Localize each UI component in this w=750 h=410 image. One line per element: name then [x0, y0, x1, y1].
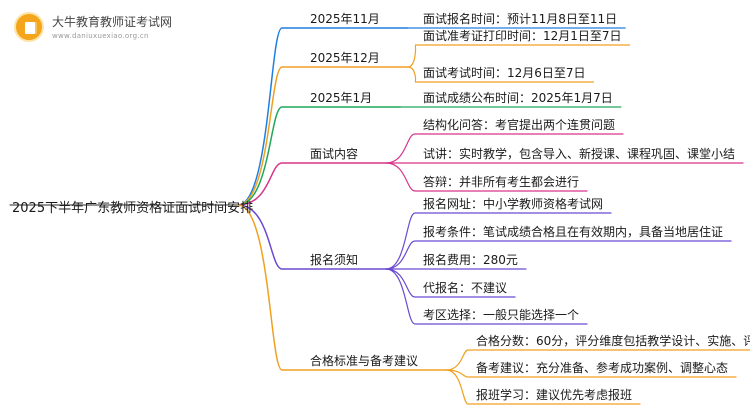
leaf-node: 报班学习：建议优先考虑报班 [476, 388, 633, 402]
connector-line [385, 133, 624, 164]
leaf-node: 面试准考证打印时间：12月1日至7日 [423, 29, 622, 43]
leaf-node: 面试成绩公布时间：2025年1月7日 [423, 91, 613, 105]
connector-line [385, 162, 588, 192]
leaf-node: 报名费用：280元 [423, 253, 518, 267]
leaf-node: 合格分数：60分，评分维度包括教学设计、实施、评价 [476, 334, 750, 348]
connector-line [385, 240, 732, 270]
leaf-node: 结构化问答：考官提出两个连贯问题 [423, 118, 616, 132]
connector-line [385, 212, 612, 270]
book-logo-icon [14, 12, 44, 42]
leaf-node: 报考条件：笔试成绩合格且在有效期内，具备当地居住证 [423, 225, 724, 239]
logo-title: 大牛教育教师证考试网 [52, 15, 173, 29]
branch-label-dec: 2025年12月 [310, 51, 380, 65]
connector-line [237, 66, 409, 206]
connector-line [237, 204, 387, 270]
branch-label-content: 面试内容 [310, 147, 359, 161]
leaf-node: 考区选择：一般只能选择一个 [423, 308, 580, 322]
connector-line [237, 106, 401, 206]
site-logo: 大牛教育教师证考试网 www.daniuxuexiao.org.cn [8, 8, 208, 48]
branch-label-notice: 报名须知 [310, 253, 359, 267]
logo-url: www.daniuxuexiao.org.cn [52, 32, 149, 40]
connector-line [385, 268, 588, 325]
connector-line [407, 44, 631, 68]
leaf-node: 答辩：并非所有考生都会进行 [423, 175, 580, 189]
root-topic: 2025下半年广东教师资格证面试时间安排 [12, 201, 254, 216]
connector-line [445, 369, 641, 405]
connector-line [407, 66, 595, 83]
branch-label-nov: 2025年11月 [310, 12, 380, 26]
leaf-node: 面试报名时间：预计11月8日至11日 [423, 12, 618, 26]
branch-label-standard: 合格标准与备考建议 [310, 354, 419, 368]
leaf-node: 报名网址：中小学教师资格考试网 [423, 197, 604, 211]
leaf-node: 代报名：不建议 [423, 281, 508, 295]
leaf-node: 备考建议：充分准备、参考成功案例、调整心态 [476, 361, 729, 375]
connector-line [445, 369, 737, 378]
branch-label-jan: 2025年1月 [310, 91, 373, 105]
leaf-node: 试讲：实时教学，包含导入、新授课、课程巩固、课堂小结 [423, 147, 736, 161]
leaf-node: 面试考试时间：12月6日至7日 [423, 66, 586, 80]
connector-line [237, 204, 447, 371]
connector-line [445, 349, 750, 371]
connector-line [237, 27, 409, 206]
connector-line [237, 162, 387, 206]
